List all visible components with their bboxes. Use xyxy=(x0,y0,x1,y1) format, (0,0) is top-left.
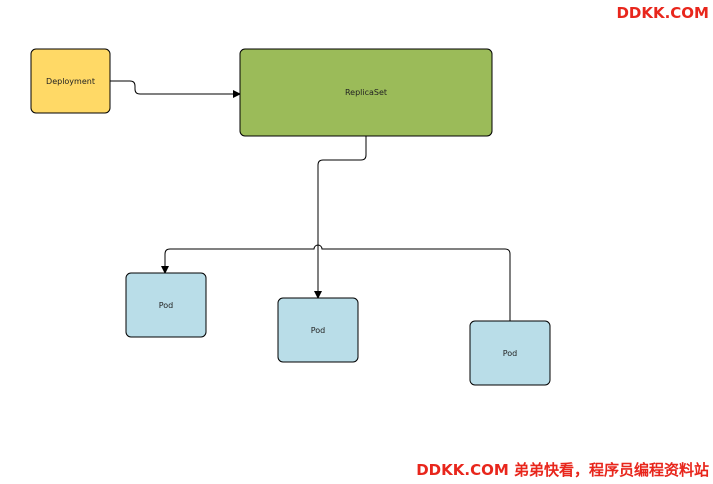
replicaset-label: ReplicaSet xyxy=(345,88,387,97)
deployment-label: Deployment xyxy=(46,77,95,86)
pod-node-left: Pod xyxy=(125,272,207,338)
pod-left-label: Pod xyxy=(159,301,174,310)
watermark-bottom: DDKK.COM 弟弟快看，程序员编程资料站 xyxy=(416,461,709,479)
watermark-top: DDKK.COM xyxy=(616,4,709,22)
pod-center-label: Pod xyxy=(311,326,326,335)
connector-pod3-pod1 xyxy=(161,244,511,321)
replicaset-node: ReplicaSet xyxy=(239,48,493,137)
pod-right-label: Pod xyxy=(503,349,518,358)
deployment-node: Deployment xyxy=(30,48,111,114)
pod-node-center: Pod xyxy=(277,297,359,363)
connector-replicaset-pod2 xyxy=(314,136,367,299)
connector-deployment-replicaset xyxy=(110,80,241,98)
pod-node-right: Pod xyxy=(469,320,551,386)
